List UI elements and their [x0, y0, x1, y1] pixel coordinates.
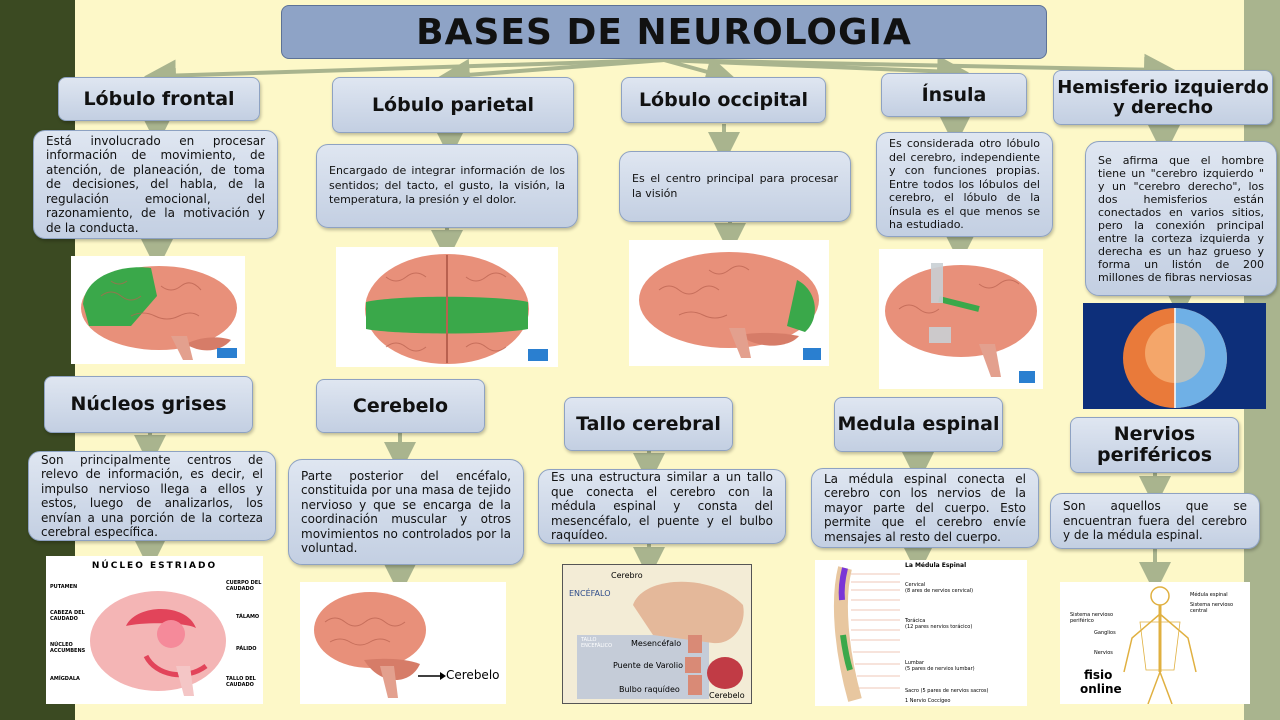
label-puente: Puente de Varolio: [613, 661, 683, 670]
medula-espinal-image: La Médula Espinal Cervical (8 ares de ne…: [815, 560, 1027, 706]
heading-nervios: Nervios periféricos: [1070, 417, 1239, 473]
label-cuerpo-caudado: CUERPO DEL CAUDADO: [226, 580, 262, 592]
heading-medula: Medula espinal: [834, 397, 1003, 452]
nucleo-estriado-title: NÚCLEO ESTRIADO: [91, 561, 218, 571]
label-medula-espinal: Médula espinal: [1190, 592, 1228, 598]
label-nervios: Nervios: [1094, 650, 1113, 656]
label-encefalo: ENCÉFALO: [569, 589, 611, 598]
heading-parietal: Lóbulo parietal: [332, 77, 574, 133]
text-nervios: Son aquellos que se encuentran fuera del…: [1050, 493, 1260, 549]
label-cerebelo-tallo: Cerebelo: [709, 691, 745, 700]
text-frontal: Está involucrado en procesar información…: [33, 130, 278, 239]
label-amigdala: AMÍGDALA: [50, 676, 80, 682]
logo-fisio: fisio: [1084, 668, 1113, 682]
text-insula: Es considerada otro lóbulo del cerebro, …: [876, 132, 1053, 237]
occipital-lobe-image: [629, 240, 829, 366]
label-cervical: Cervical: [905, 582, 926, 588]
label-snp: Sistema nervioso periférico: [1070, 612, 1114, 624]
tallo-cerebral-image: Cerebro ENCÉFALO TALLO ENCEFÁLICO Mesenc…: [562, 564, 752, 704]
text-parietal: Encargado de integrar información de los…: [316, 144, 578, 228]
text-nucleos: Son principalmente centros de relevo de …: [28, 451, 276, 541]
label-toracica-pairs: (12 pares nervios torácico): [905, 624, 973, 630]
nervios-perifericos-image: Médula espinal Sistema nervioso central …: [1060, 582, 1250, 704]
insula-image: [879, 249, 1043, 389]
label-snc: Sistema nervioso central: [1190, 602, 1234, 614]
heading-frontal: Lóbulo frontal: [58, 77, 260, 121]
text-occipital: Es el centro principal para procesar la …: [619, 151, 851, 222]
frontal-lobe-image: [71, 256, 245, 364]
heading-tallo: Tallo cerebral: [564, 397, 733, 451]
label-sacro: Sacro (5 pares de nervios sacros): [905, 688, 989, 694]
text-medula: La médula espinal conecta el cerebro con…: [811, 468, 1039, 548]
cerebelo-label: Cerebelo: [446, 668, 500, 682]
heading-hemisferio: Hemisferio izquierdo y derecho: [1053, 70, 1273, 125]
label-lumbar: Lumbar: [905, 660, 925, 666]
heading-cerebelo: Cerebelo: [316, 379, 485, 433]
label-toracica: Torácica: [905, 618, 926, 624]
page-title: BASES DE NEUROLOGIA: [281, 5, 1047, 59]
text-cerebelo: Parte posterior del encéfalo, constituid…: [288, 459, 524, 565]
label-medula-title: La Médula Espinal: [905, 562, 967, 569]
heading-nucleos: Núcleos grises: [44, 376, 253, 433]
heading-insula: Ínsula: [881, 73, 1027, 117]
logo-online: online: [1080, 682, 1122, 696]
label-coccigeo: 1 Nervio Coccígeo: [905, 698, 951, 704]
label-ganglios: Ganglios: [1094, 630, 1116, 636]
label-cerebro: Cerebro: [611, 571, 643, 580]
label-nucleo-accumbens: NÚCLEO ACCUMBENS: [50, 642, 86, 654]
label-lumbar-pairs: (5 pares de nervios lumbar): [905, 666, 975, 672]
hemispheres-image: [1083, 303, 1266, 409]
text-hemisferio: Se afirma que el hombre tiene un "cerebr…: [1085, 141, 1277, 296]
label-mesencefalo: Mesencéfalo: [631, 639, 682, 648]
label-putamen: PUTAMEN: [50, 584, 78, 590]
nucleo-estriado-image: NÚCLEO ESTRIADO PUTAMEN CABEZA DEL CAUDA…: [46, 556, 263, 704]
label-palido: PÁLIDO: [236, 646, 257, 652]
label-tallo-caudado: TALLO DEL CAUDADO: [226, 676, 256, 688]
parietal-lobe-image: [336, 247, 558, 367]
cerebelo-image: Cerebelo: [300, 582, 506, 704]
text-tallo: Es una estructura similar a un tallo que…: [538, 469, 786, 544]
label-tallo-encefalico: TALLO ENCEFÁLICO: [581, 637, 613, 649]
heading-occipital: Lóbulo occipital: [621, 77, 826, 123]
label-cabeza-caudado: CABEZA DEL CAUDADO: [50, 610, 85, 622]
label-bulbo: Bulbo raquídeo: [619, 685, 680, 694]
label-talamo: TÁLAMO: [236, 614, 260, 620]
label-cervical-pairs: (8 ares de nervios cervical): [905, 588, 974, 594]
